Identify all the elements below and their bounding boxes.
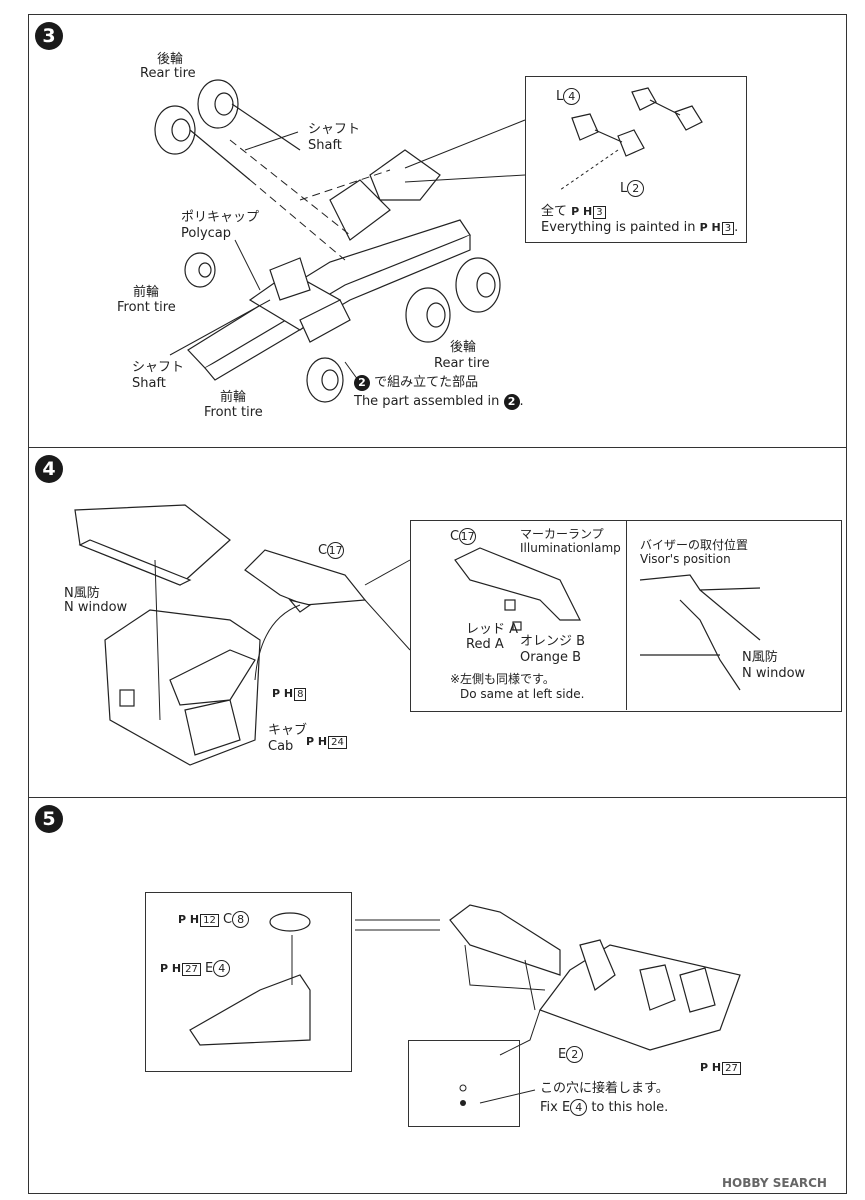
- l4-letter: L: [556, 89, 564, 104]
- paint-code: P H: [571, 205, 593, 218]
- shaft2-label-jp: シャフト: [132, 360, 185, 375]
- inset-divider: [626, 520, 627, 710]
- ph27-code: P H: [160, 962, 182, 975]
- front-tire-label-en: Front tire: [117, 300, 176, 315]
- note-label-jp: ※左側も同様です。: [450, 672, 555, 686]
- e4-number: 4: [213, 960, 231, 977]
- assembled-en-badge: 2: [503, 394, 520, 410]
- ph24-code: P H: [306, 735, 328, 748]
- n-window-label-jp: N風防: [64, 586, 100, 601]
- inset-n-window-jp: N風防: [742, 650, 778, 665]
- painted-num: 3: [721, 222, 735, 235]
- red-label-jp: レッド A: [466, 622, 519, 637]
- ph8-code: P H: [272, 687, 294, 700]
- step-3-illustration: [154, 79, 703, 403]
- c17-letter: C: [318, 543, 328, 558]
- ph12-num: 12: [200, 914, 219, 927]
- ph27b-num: 27: [722, 1062, 741, 1075]
- shaft-label-en: Shaft: [308, 138, 342, 153]
- hole-label-jp: この穴に接着します。: [540, 1081, 669, 1096]
- front-tire-label-jp: 前輪: [133, 285, 160, 300]
- step-3-inset: [525, 76, 747, 243]
- orange-label-en: Orange B: [520, 650, 582, 665]
- ph24-num: 24: [328, 736, 347, 749]
- c8-letter: C: [222, 912, 233, 927]
- hole-en-post: to this hole.: [591, 1100, 669, 1115]
- cab-label-en: Cab: [268, 739, 294, 754]
- step-5-number: 5: [35, 805, 63, 833]
- rear-tire2-label-en: Rear tire: [434, 356, 490, 371]
- front-tire2-label-jp: 前輪: [220, 390, 247, 405]
- e4-letter: E: [204, 961, 214, 976]
- polycap-label-jp: ポリキャップ: [181, 210, 260, 225]
- c17-number: 17: [327, 542, 345, 559]
- cab-label-jp: キャブ: [268, 723, 308, 738]
- e2-number: 2: [566, 1046, 584, 1063]
- red-label-en: Red A: [466, 637, 504, 652]
- l4-number: 4: [563, 88, 581, 105]
- all-text-jp: 全て: [541, 204, 568, 219]
- step-3-number: 3: [35, 22, 63, 50]
- inset-c17-letter: C: [450, 529, 460, 544]
- step-5-inset-top: [145, 892, 352, 1072]
- assembled-step-badge: 2: [354, 375, 370, 391]
- note-label-en: Do same at left side.: [460, 687, 585, 701]
- n-window-label-en: N window: [64, 600, 128, 615]
- painted-text-en: Everything is painted in: [541, 220, 696, 235]
- inset-n-window-en: N window: [742, 666, 806, 681]
- shaft-label-jp: シャフト: [308, 122, 361, 137]
- assembled-text-jp: で組み立てた部品: [374, 375, 479, 390]
- inset-c17-number: 17: [459, 528, 477, 545]
- polycap-label-en: Polycap: [181, 226, 232, 241]
- watermark: HOBBY SEARCH: [722, 1176, 827, 1190]
- front-tire2-label-en: Front tire: [204, 405, 263, 420]
- step-5-inset-bottom: [408, 1040, 520, 1127]
- l2-number: 2: [627, 180, 645, 197]
- assembled-label-en: The part assembled in 2.: [354, 394, 524, 410]
- rear-tire2-label-jp: 後輪: [450, 340, 477, 355]
- step-4-illustration: [74, 504, 761, 766]
- shaft2-label-en: Shaft: [132, 376, 166, 391]
- marker-label-jp: マーカーランプ: [520, 527, 604, 541]
- c8-number: 8: [232, 911, 250, 928]
- l2-letter: L: [620, 181, 628, 196]
- assembled-text-en: The part assembled in: [354, 394, 500, 409]
- ph27-num: 27: [182, 963, 201, 976]
- visor-label-en: Visor's position: [640, 552, 731, 566]
- orange-label-jp: オレンジ B: [520, 634, 586, 649]
- rear-tire-label-jp: 後輪: [156, 52, 183, 67]
- rear-tire-label-en: Rear tire: [140, 66, 196, 81]
- visor-label-jp: バイザーの取付位置: [640, 538, 749, 552]
- paint-num: 3: [593, 206, 606, 219]
- marker-label-en: Illuminationlamp: [520, 541, 621, 555]
- ph27b-code: P H: [700, 1061, 722, 1074]
- ph8-num: 8: [294, 688, 307, 701]
- assembled-label-jp: 2 で組み立てた部品: [354, 375, 478, 391]
- hole-en-num: 4: [570, 1099, 588, 1116]
- ph12-code: P H: [178, 913, 200, 926]
- hole-en-pre: Fix E: [540, 1100, 571, 1115]
- e2-letter: E: [558, 1047, 567, 1062]
- step-4-number: 4: [35, 455, 63, 483]
